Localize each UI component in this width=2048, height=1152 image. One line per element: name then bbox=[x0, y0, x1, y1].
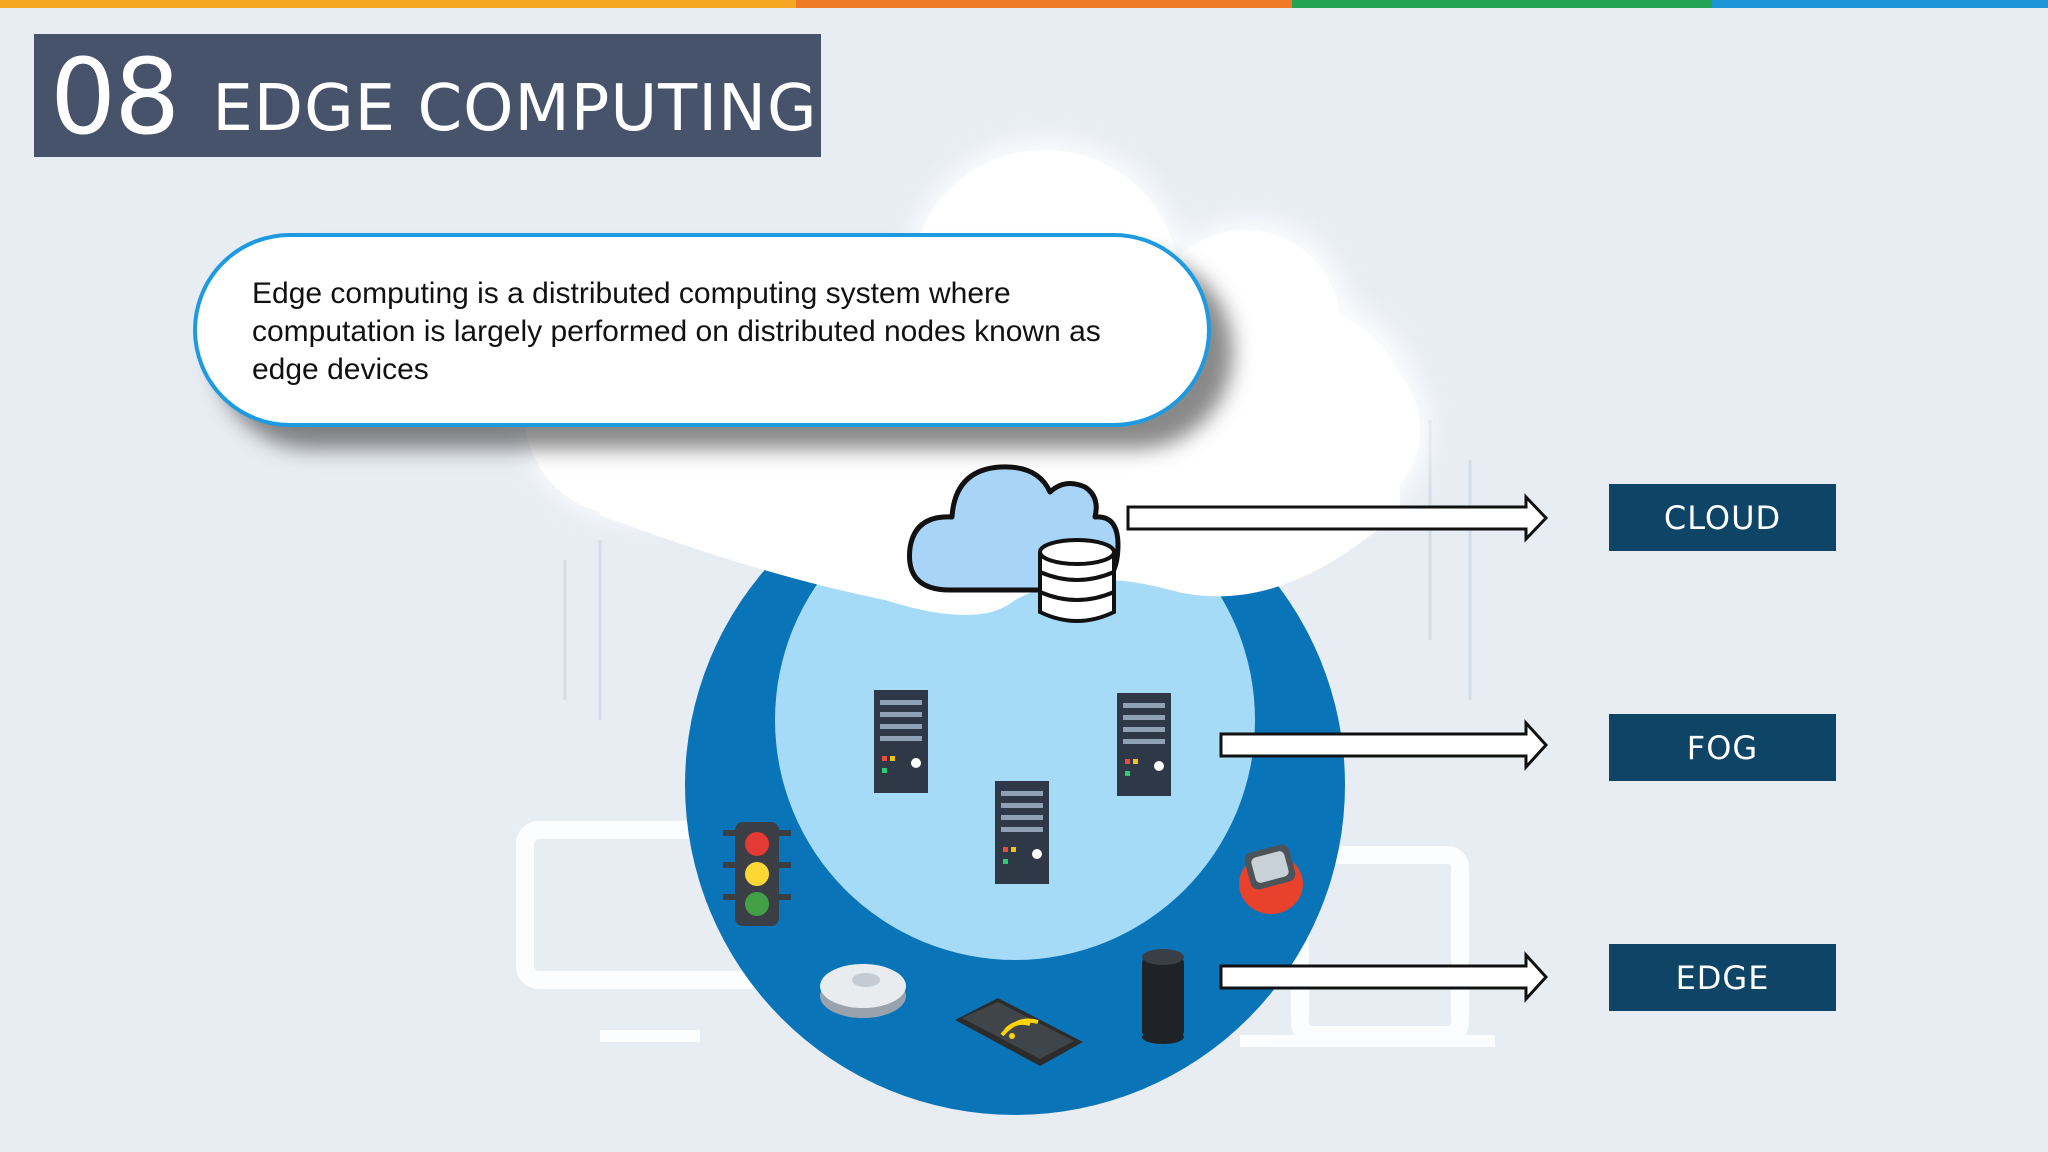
server-icon bbox=[995, 781, 1049, 884]
accent-segment-orange bbox=[0, 0, 796, 8]
traffic-light-icon bbox=[723, 822, 791, 926]
smartphone-wifi-icon bbox=[955, 998, 1083, 1066]
cloud-database-icon bbox=[907, 464, 1121, 623]
smartwatch-icon bbox=[1239, 844, 1303, 914]
server-icon bbox=[874, 690, 928, 793]
definition-callout: Edge computing is a distributed computin… bbox=[193, 233, 1211, 427]
edge-arrow bbox=[1219, 951, 1549, 1003]
robot-vacuum-icon bbox=[820, 964, 906, 1018]
fog-label: FOG bbox=[1609, 714, 1836, 781]
fog-arrow bbox=[1219, 719, 1549, 771]
accent-segment-green bbox=[1292, 0, 1712, 8]
server-icon bbox=[1117, 693, 1171, 796]
accent-segment-blue bbox=[1712, 0, 2048, 8]
top-accent-bar bbox=[0, 0, 2048, 8]
slide-title: 08 EDGE COMPUTING bbox=[34, 34, 821, 157]
smart-speaker-icon bbox=[1142, 949, 1184, 1044]
slide-title-text: EDGE COMPUTING bbox=[212, 72, 818, 146]
accent-segment-dark-orange bbox=[796, 0, 1292, 8]
definition-text: Edge computing is a distributed computin… bbox=[252, 277, 1101, 386]
slide-number: 08 bbox=[50, 36, 180, 158]
edge-label: EDGE bbox=[1609, 944, 1836, 1011]
cloud-label: CLOUD bbox=[1609, 484, 1836, 551]
cloud-arrow bbox=[1126, 493, 1549, 543]
